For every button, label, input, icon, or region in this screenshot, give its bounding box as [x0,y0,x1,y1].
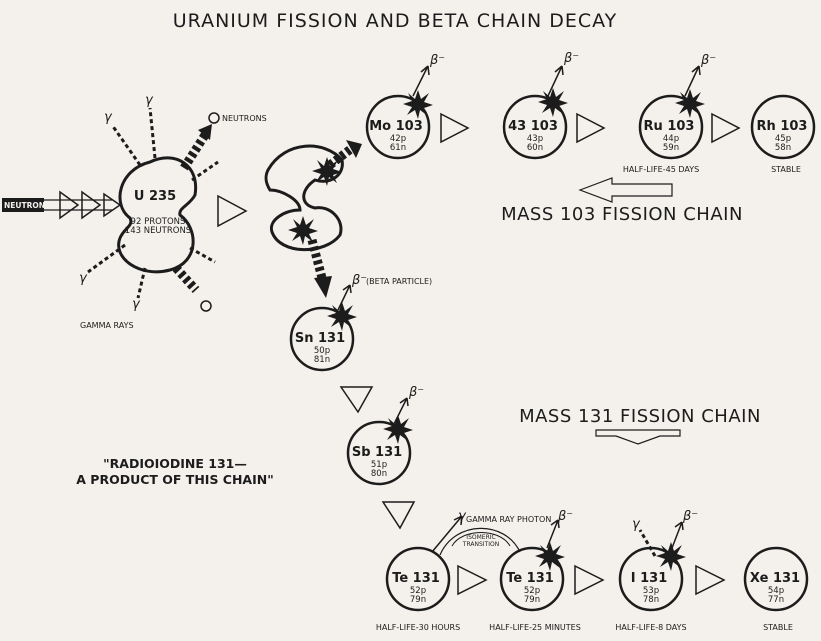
nuclide-symbol: 43 103 [508,119,558,134]
nuclide-protons: 53p [643,586,659,596]
isomeric-label: ISOMERIC [466,534,495,541]
process-arrow [217,194,248,228]
nuclide-i-131: I 131 53p 78n HALF-LIFE-8 DAYS [615,542,687,632]
half-life-label: HALF-LIFE-45 DAYS [623,165,699,174]
u235-symbol: U 235 [134,189,176,204]
decay-arrow [574,564,605,596]
nuclide-symbol: Sb 131 [352,445,402,460]
gamma-symbol: γ [632,517,641,532]
u235-nucleus: U 235 92 PROTONS 143 NEUTRONS [117,156,198,274]
u235-gamma-rays: γ γ γ γ GAMMA RAYS [79,93,219,330]
nuclide-protons: 43p [527,134,543,144]
nuclide-sb-131: Sb 131 51p 80n [346,415,413,486]
nuclide-te-131-a: Te 131 52p 79n HALF-LIFE-30 HOURS [376,546,460,632]
nuclide-neutrons: 61n [390,143,406,153]
half-life-label: HALF-LIFE-25 MINUTES [489,623,581,632]
half-life-label: HALF-LIFE-8 DAYS [615,623,686,632]
emitted-neutrons: NEUTRONS [172,112,267,312]
mass-103-chain: Mo 103 42p 61n 43 103 43p 60n Ru 103 44p… [365,51,816,225]
nuclide-neutrons: 80n [371,469,387,479]
decay-arrow [711,112,741,144]
nuclide-xe-131: Xe 131 54p 77n STABLE [743,546,809,632]
half-life-label: HALF-LIFE-30 HOURS [376,623,460,632]
nuclide-symbol: Sn 131 [295,331,345,346]
nuclide-neutrons: 79n [410,595,426,605]
beta-symbol: β⁻ [682,509,698,524]
incoming-neutron: NEUTRON [2,190,122,220]
decay-arrow [576,112,606,144]
nuclide-symbol: Te 131 [392,571,440,586]
nuclide-protons: 45p [775,134,791,144]
beta-symbol: β⁻ [557,509,573,524]
nuclide-protons: 44p [663,134,679,144]
nuclide-symbol: Rh 103 [757,119,808,134]
nuclide-protons: 42p [390,134,406,144]
gamma-symbol: γ [104,110,113,125]
chain-pointer-arrow [578,177,673,203]
nuclide-neutrons: 60n [527,143,543,153]
gamma-symbol: γ [79,271,88,286]
nuclide-protons: 52p [524,586,540,596]
nuclide-symbol: Mo 103 [369,119,423,134]
nuclide-symbol: I 131 [631,571,668,586]
decay-arrow [695,564,726,596]
splitting-nucleus [264,140,362,298]
decay-arrow [440,112,470,144]
nuclide-sn-131: Sn 131 50p 81n [289,302,357,372]
gamma-ray-photon-label: GAMMA RAY PHOTON [466,515,551,524]
nuclide-symbol: Te 131 [506,571,554,586]
gamma-rays-label: GAMMA RAYS [80,321,134,330]
nuclide-neutrons: 79n [524,595,540,605]
radioiodine-quote-line1: "RADIOIODINE 131— [103,456,247,471]
nuclide-protons: 54p [768,586,784,596]
transition-label: TRANSITION [462,541,499,548]
nuclide-neutrons: 58n [775,143,791,153]
nuclide-symbol: Ru 103 [644,119,695,134]
beta-particle-label: (BETA PARTICLE) [366,277,432,286]
nuclide-43-103: 43 103 43p 60n [502,88,568,160]
neutron-label: NEUTRON [4,201,45,210]
decay-arrow [339,386,374,414]
u235-neutrons: 143 NEUTRONS [125,226,191,236]
chain-103-title: MASS 103 FISSION CHAIN [501,204,743,225]
diagram-title: URANIUM FISSION AND BETA CHAIN DECAY [173,10,617,32]
gamma-symbol: γ [145,93,154,108]
chain-pointer-arrow [595,429,681,445]
decay-arrow [381,501,416,530]
nuclide-protons: 50p [314,346,330,356]
nuclide-rh-103: Rh 103 45p 58n STABLE [750,94,816,174]
nuclide-protons: 52p [410,586,426,596]
beta-symbol: β⁻ [408,385,424,400]
beta-symbol: β⁻ [429,53,445,68]
radioiodine-quote-line2: A PRODUCT OF THIS CHAIN" [76,472,273,487]
beta-emissions-103: β⁻ β⁻ β⁻ [412,51,716,97]
decay-arrow [457,564,488,596]
beta-symbol: β⁻ [563,51,579,66]
nuclide-neutrons: 81n [314,355,330,365]
nuclide-ru-103: Ru 103 44p 59n HALF-LIFE-45 DAYS [623,89,705,174]
beta-symbol: β⁻ [700,53,716,68]
mass-131-chain: Sn 131 50p 81n β⁻ (BETA PARTICLE) Sb 131… [76,273,809,632]
nuclide-neutrons: 78n [643,595,659,605]
stable-label: STABLE [771,165,801,174]
gamma-symbol: γ [132,297,141,312]
stable-label: STABLE [763,623,793,632]
nuclide-te-131-b: Te 131 52p 79n HALF-LIFE-25 MINUTES [489,542,581,632]
neutrons-label: NEUTRONS [222,114,267,123]
nuclide-neutrons: 77n [768,595,784,605]
nuclide-symbol: Xe 131 [750,571,800,586]
gamma-symbol: γ [458,509,467,524]
nuclide-neutrons: 59n [663,143,679,153]
chain-131-title: MASS 131 FISSION CHAIN [519,406,761,427]
nuclide-protons: 51p [371,460,387,470]
u235-protons: 92 PROTONS [131,217,186,227]
beta-symbol: β⁻ [351,273,367,288]
nuclide-mo-103: Mo 103 42p 61n [365,90,433,160]
